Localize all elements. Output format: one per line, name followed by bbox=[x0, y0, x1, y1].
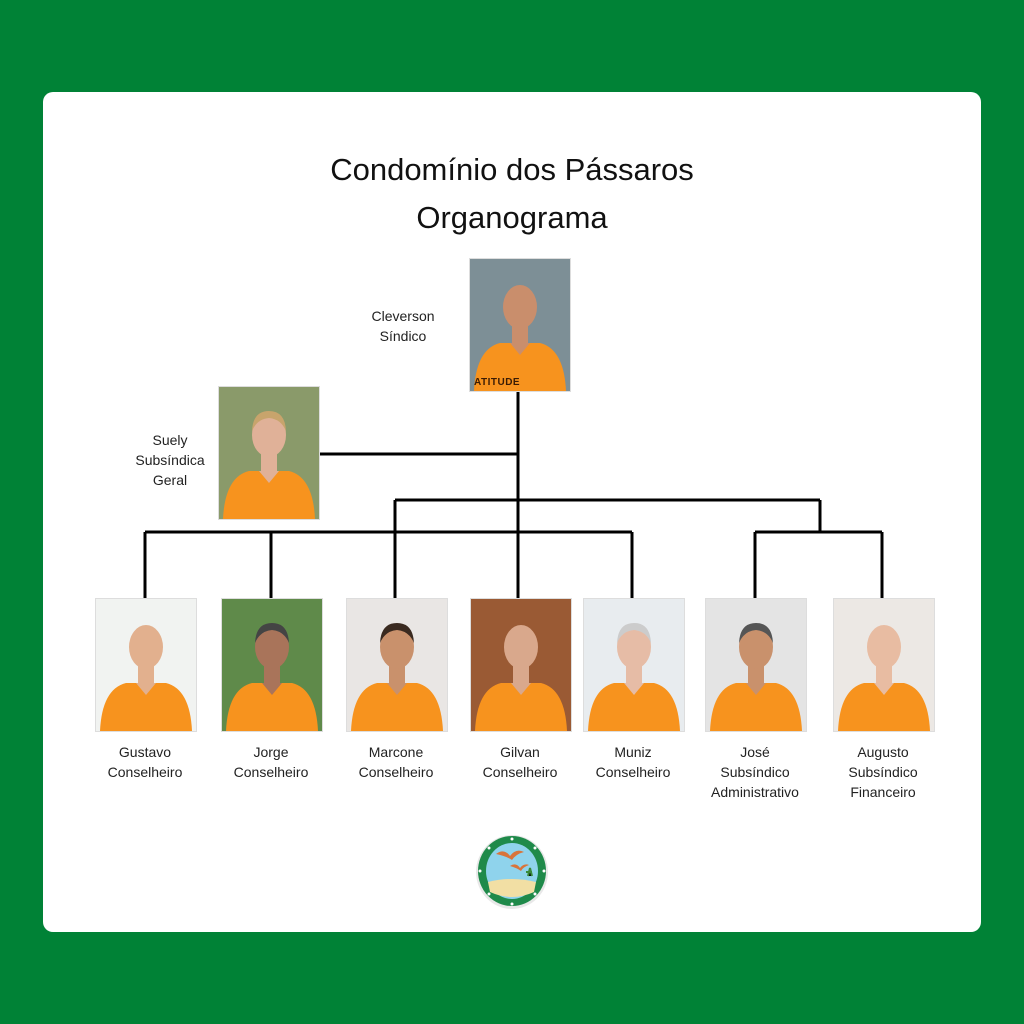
photo-member-4 bbox=[470, 598, 572, 732]
top-label: Cleverson Síndico bbox=[333, 306, 473, 346]
chart-subtitle: Organograma bbox=[416, 200, 608, 235]
member-name: Jorge bbox=[253, 744, 289, 760]
birds-emblem-icon bbox=[474, 832, 550, 910]
member-role-line1: Conselheiro bbox=[482, 764, 558, 780]
member-name: Muniz bbox=[614, 744, 652, 760]
member-name: Augusto bbox=[857, 744, 909, 760]
top-shirt-text: ATITUDE bbox=[474, 377, 521, 388]
photo-deputy bbox=[218, 386, 320, 520]
member-name: Gilvan bbox=[500, 744, 540, 760]
top-name: Cleverson bbox=[371, 308, 435, 324]
photo-top bbox=[469, 258, 571, 392]
deputy-role-2: Geral bbox=[152, 472, 188, 488]
member-role-line1: Conselheiro bbox=[233, 764, 309, 780]
photo-member-2 bbox=[221, 598, 323, 732]
photo-member-3 bbox=[346, 598, 448, 732]
member-role-line2: Financeiro bbox=[850, 784, 916, 800]
member-name: José bbox=[740, 744, 770, 760]
photo-member-5 bbox=[583, 598, 685, 732]
photo-member-6 bbox=[705, 598, 807, 732]
deputy-role: Subsíndica bbox=[135, 452, 205, 468]
member-role-line1: Subsíndico bbox=[848, 764, 918, 780]
member-name: Gustavo bbox=[118, 744, 172, 760]
chart-title: Condomínio dos Pássaros bbox=[330, 152, 694, 187]
member-role-line1: Subsíndico bbox=[720, 764, 790, 780]
member-role-line1: Conselheiro bbox=[595, 764, 671, 780]
deputy-label: Suely Subsíndica Geral bbox=[100, 430, 240, 490]
member-role-line1: Conselheiro bbox=[358, 764, 434, 780]
deputy-name: Suely bbox=[152, 432, 188, 448]
member-role-line2: Administrativo bbox=[711, 784, 799, 800]
member-role-line1: Conselheiro bbox=[107, 764, 183, 780]
photo-member-7 bbox=[833, 598, 935, 732]
org-chart-card bbox=[43, 92, 981, 932]
top-role: Síndico bbox=[379, 328, 427, 344]
member-name: Marcone bbox=[368, 744, 424, 760]
photo-member-1 bbox=[95, 598, 197, 732]
